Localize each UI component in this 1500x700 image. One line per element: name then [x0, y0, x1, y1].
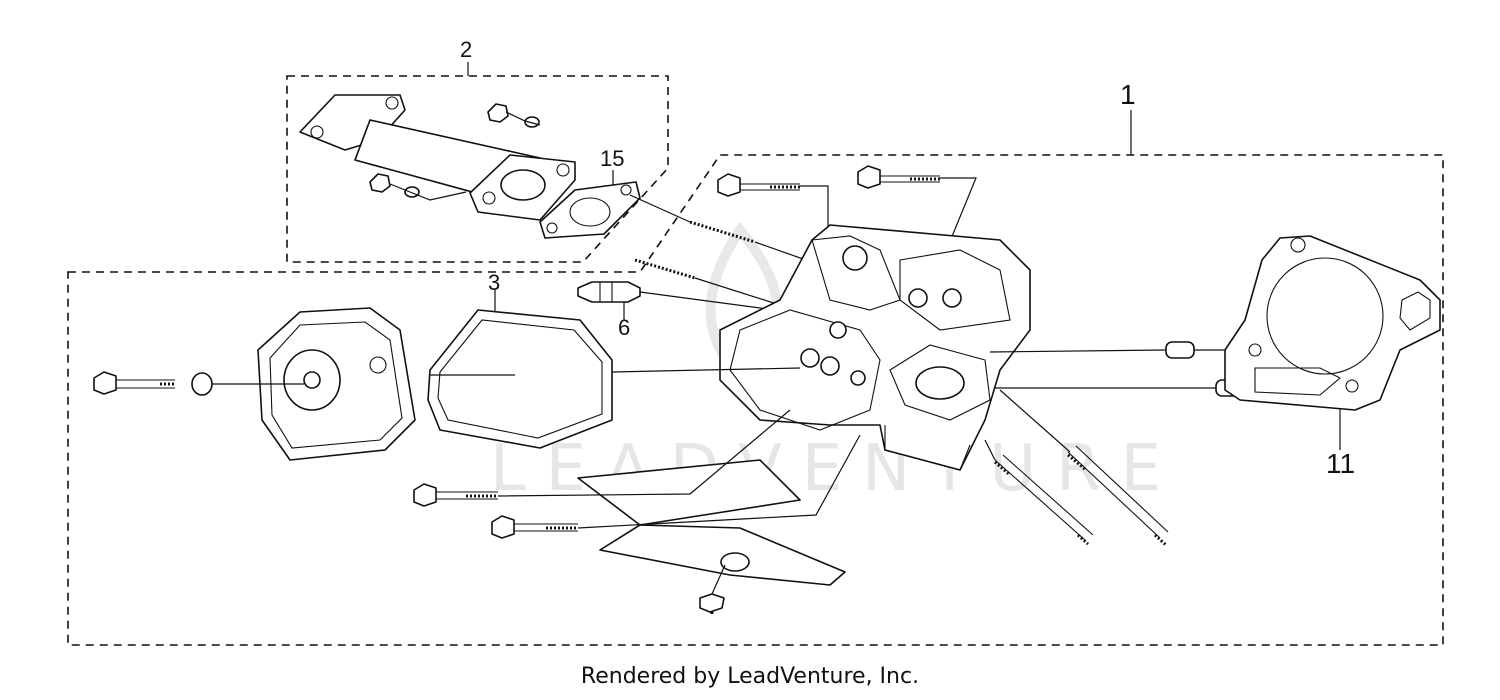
dowel-pin-1 [989, 341, 1256, 359]
intake-gasket-15 [539, 181, 641, 239]
group-box-2 [286, 75, 669, 263]
callout-1: 1 [1120, 79, 1136, 110]
callout-11: 11 [1326, 448, 1355, 479]
valve-cover [257, 307, 416, 461]
long-stud-1 [984, 439, 1094, 546]
callout-3: 3 [488, 270, 500, 295]
bolt-top-2 [857, 165, 977, 291]
cover-bolt [93, 371, 304, 396]
deflector-plate [577, 459, 846, 586]
stud-lower [634, 258, 781, 306]
nut-lower [369, 173, 467, 201]
cylinder-head [719, 224, 1031, 471]
bolt-lower-1 [413, 409, 791, 507]
long-stud-2 [999, 389, 1169, 547]
bolt-lower-2 [491, 434, 861, 539]
leader-gasket-head [611, 367, 801, 373]
intake-pipe [299, 94, 576, 221]
footer-credit: Rendered by LeadVenture, Inc. [580, 664, 920, 689]
spark-plug-6 [577, 281, 791, 313]
callout-6: 6 [618, 315, 630, 340]
nut-upper [487, 103, 541, 128]
callout-15: 15 [600, 146, 624, 171]
valve-cover-gasket-3 [427, 309, 613, 449]
deflector-screw [699, 564, 726, 616]
head-gasket-11 [1224, 235, 1441, 411]
callout-2: 2 [460, 37, 472, 62]
